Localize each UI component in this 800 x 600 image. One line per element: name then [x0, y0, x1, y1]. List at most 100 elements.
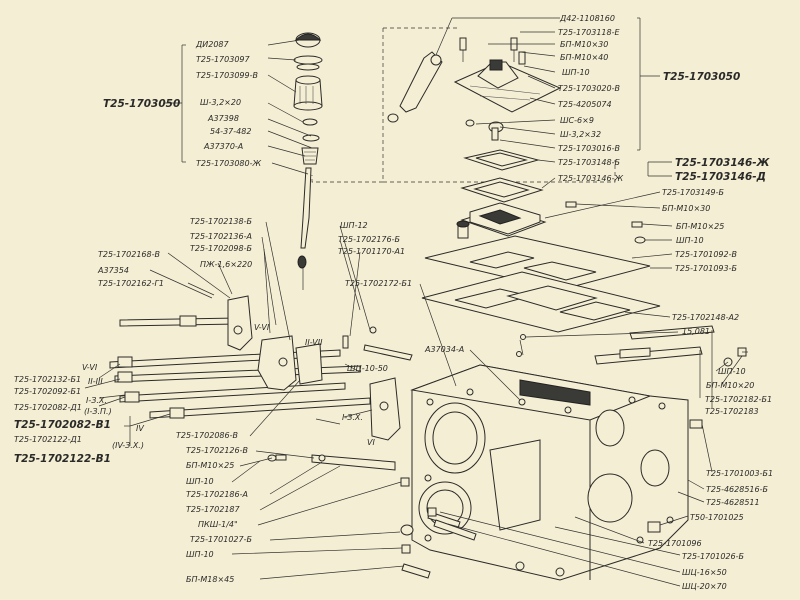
label-bp-m10x40: БП-М10×40 — [560, 53, 608, 62]
gasket-1 — [463, 149, 540, 171]
shift-fork-ii-vii — [257, 335, 323, 391]
label-a37370-a: А37370-А — [203, 142, 243, 151]
label-t25-1703099-v: Т25-1703099-В — [196, 71, 258, 80]
washers-stack — [301, 118, 320, 165]
label-t25-1702172-b1: Т25-1702172-Б1 — [345, 279, 412, 288]
tag-ii-vii: II-VII — [305, 338, 323, 347]
label-d42-1108160: Д42-1108160 — [559, 14, 615, 23]
gearbox-housing — [410, 364, 689, 581]
tag-shts-10-50: ШЦ-10-50 — [347, 364, 388, 373]
label-54-37-482: 54-37-482 — [210, 127, 251, 136]
label-bp-m10x20: БП-М10×20 — [706, 381, 754, 390]
label-t25-1702122-v1: Т25-1702122-В1 — [14, 453, 111, 465]
plug-15081 — [520, 334, 526, 340]
label-shp-10-right: ШП-10 — [718, 367, 746, 376]
label-pksh-1-4: ПКШ-1/4" — [198, 520, 238, 529]
labels: Д42-1108160 Т25-1703118-Е БП-М10×30 БП-М… — [14, 14, 773, 591]
drawing — [109, 27, 747, 581]
pins-bottom — [427, 507, 477, 541]
label-t25-1702183: Т25-1702183 — [705, 407, 759, 416]
label-t25-1701003-b1: Т25-1701003-Б1 — [706, 469, 773, 478]
label-t25-1702186-a: Т25-1702186-А — [186, 490, 248, 499]
label-t25-1702086-v: Т25-1702086-В — [176, 431, 238, 440]
label-t25-1703118-e: Т25-1703118-Е — [558, 28, 620, 37]
lock-rod — [363, 326, 413, 361]
label-t25-1703097: Т25-1703097 — [196, 55, 250, 64]
label-t25-1703020-v: Т25-1703020-В — [558, 84, 620, 93]
label-shts-20x70: ШЦ-20×70 — [682, 582, 727, 591]
label-ii-iii: II-III — [88, 377, 103, 386]
label-t25-1701026-b: Т25-1701026-Б — [682, 552, 744, 561]
label-t25-1702176-b: Т25-1702176-Б — [338, 235, 400, 244]
right-bolts — [723, 347, 747, 367]
label-sh-3-2x32: Ш-3,2×32 — [560, 130, 601, 139]
label-t25-1702126-v: Т25-1702126-В — [186, 446, 248, 455]
label-iv: IV — [136, 424, 144, 433]
gasket-2 — [460, 177, 544, 203]
label-shs-6x9: ШС-6×9 — [560, 116, 594, 125]
label-t25-1703146-d-bold: Т25-1703146-Д — [675, 171, 766, 183]
bolt-pkv — [400, 477, 410, 487]
label-t25-1701092-v: Т25-1701092-В — [675, 250, 737, 259]
tag-v-vi: V-VI — [254, 323, 270, 332]
label-t25-4205074: Т25-4205074 — [558, 100, 612, 109]
label-t25-1703146-zh-bold: Т25-1703146-Ж — [675, 157, 771, 169]
label-t25-1703148-b: Т25-1703148-Б — [558, 158, 620, 167]
label-t25-1701027-b: Т25-1701027-Б — [190, 535, 252, 544]
assembly-dashed-outline — [311, 27, 616, 183]
label-sh-3-2x20: Ш-3,2×20 — [200, 98, 241, 107]
dust-boot-ring — [293, 55, 323, 71]
label-t25-1702098-b: Т25-1702098-Б — [190, 244, 252, 253]
label-shp-10-4: ШП-10 — [186, 550, 214, 559]
label-bp-m18x45: БП-М18×45 — [186, 575, 234, 584]
label-t25-1703146-zh: Т25-1703146-Ж — [558, 174, 623, 183]
label-shp-10-top: ШП-10 — [562, 68, 590, 77]
label-t25-1702092-b1: Т25-1702092-Б1 — [14, 387, 81, 396]
tag-i-3x: I-З.Х. — [342, 413, 363, 422]
label-iv-3x: (IV-З.Х.) — [112, 441, 144, 450]
leader-lines — [84, 17, 748, 587]
label-t25-1703149-b: Т25-1703149-Б — [662, 188, 724, 197]
label-shts-16x50: ШЦ-16×50 — [682, 568, 727, 577]
label-t25-1702182-b1: Т25-1702182-Б1 — [705, 395, 772, 404]
lever-knob — [294, 32, 322, 48]
label-t25-1701170-a1: Т25-1701170-А1 — [338, 247, 405, 256]
shift-cover-plate — [453, 59, 562, 113]
spring-pin — [342, 335, 349, 349]
shift-fork-v-vi — [227, 295, 253, 351]
label-t25-4628516-b: Т25-4628516-Б — [706, 485, 768, 494]
label-bp-m10x25-2: БП-М10×25 — [186, 461, 234, 470]
label-a37398: А37398 — [207, 114, 239, 123]
side-bolts — [565, 201, 646, 244]
label-bp-m10x30-2: БП-М10×30 — [662, 204, 710, 213]
shift-lever-arm — [387, 51, 443, 123]
label-i-3p: (I-З.П.) — [84, 407, 112, 416]
boot-bellows — [293, 75, 323, 111]
interlock-plate — [311, 454, 396, 471]
label-a37354: А37354 — [97, 266, 129, 275]
label-t25-1701096: Т25-1701096 — [648, 539, 702, 548]
label-t25-1702168-v: Т25-1702168-В — [98, 250, 160, 259]
side-cover-strip — [594, 346, 703, 365]
small-fasteners — [465, 119, 504, 141]
label-shp-12: ШП-12 — [340, 221, 368, 230]
large-gasket — [424, 235, 651, 291]
label-t25-1702136-a: Т25-1702136-А — [190, 232, 252, 241]
label-t25-1703050-left: Т25-1703050 — [103, 98, 180, 110]
label-i-3x: I-З.Х. — [86, 396, 107, 405]
label-t25-1703050-right: Т25-1703050 — [663, 71, 740, 83]
label-t25-1703016-v: Т25-1703016-В — [558, 144, 620, 153]
bolt-lower — [400, 524, 431, 579]
label-15081: 15,081 — [682, 327, 710, 336]
housing-cover — [460, 202, 547, 237]
label-t25-1702148-a2: Т25-1702148-А2 — [672, 313, 739, 322]
label-t25-1701093-b: Т25-1701093-Б — [675, 264, 737, 273]
shift-fork-i-3x — [369, 377, 401, 441]
tag-vi: VI — [367, 438, 375, 447]
label-a37034-a: А37034-А — [424, 345, 464, 354]
label-t25-1702187: Т25-1702187 — [186, 505, 240, 514]
label-di2087: ДИ2087 — [195, 40, 230, 49]
ball — [516, 351, 522, 357]
label-shp-10-2: ШП-10 — [676, 236, 704, 245]
